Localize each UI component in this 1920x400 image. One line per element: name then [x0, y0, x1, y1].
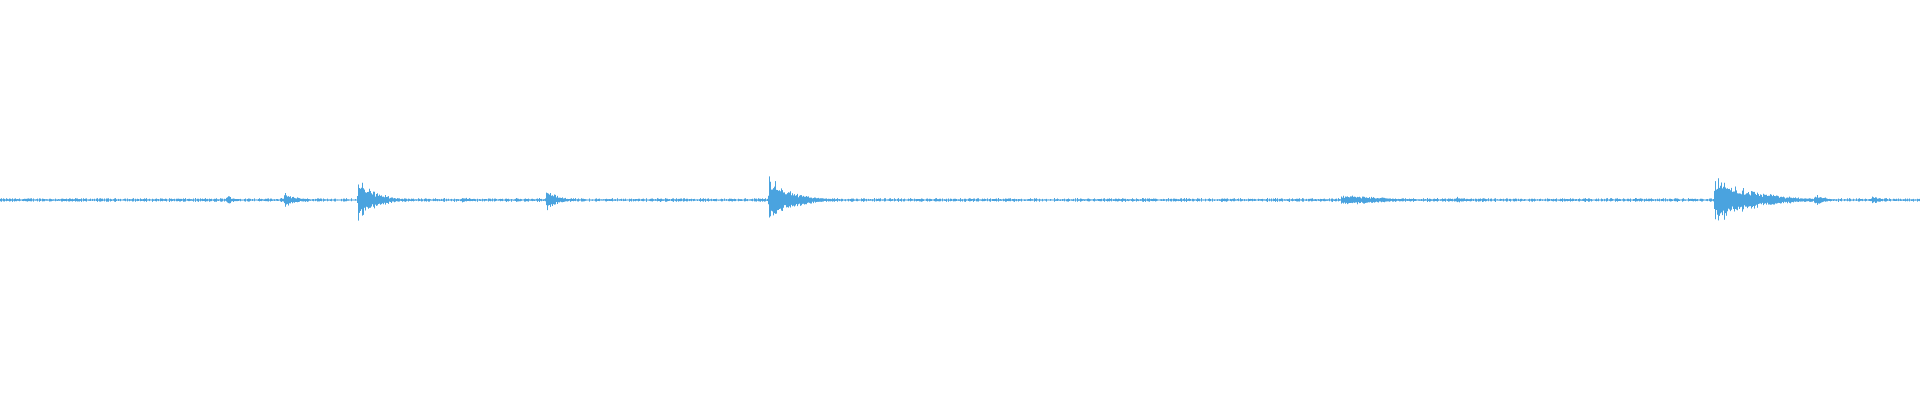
waveform-trace	[0, 176, 1920, 221]
waveform-path	[0, 176, 1920, 221]
